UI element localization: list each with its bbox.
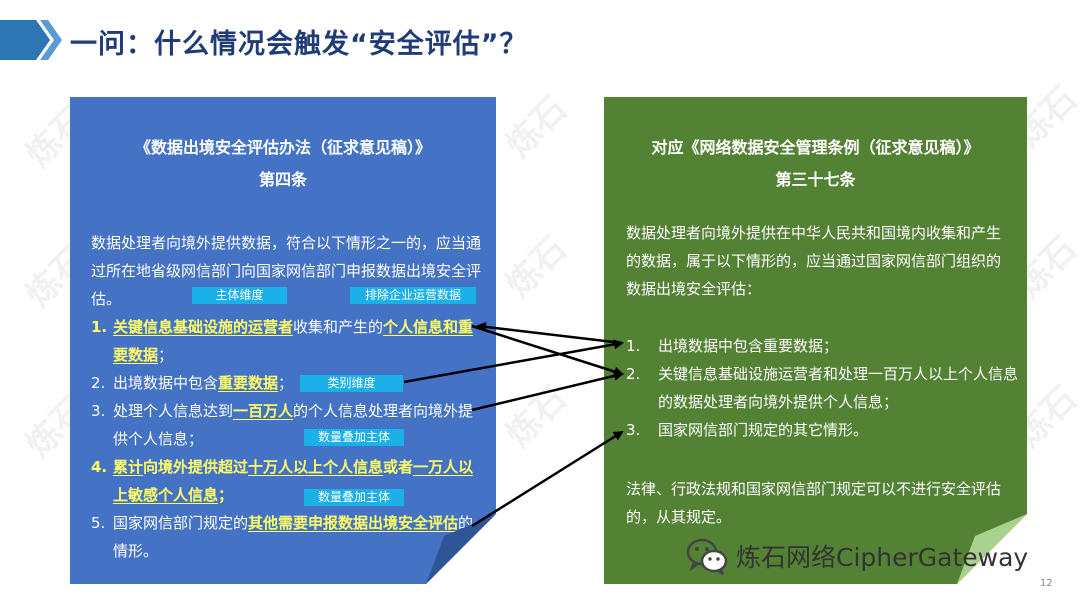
tag-quantity-subject: 数量叠加主体 [304, 429, 404, 446]
arrow-right1-to-item1 [476, 321, 623, 345]
footer-brand-text: 炼石网络CipherGateway [736, 543, 1029, 572]
right-panel-subtitle: 第三十七条 [775, 170, 856, 189]
item-number: 1. [626, 337, 641, 355]
list-item: 3. 国家网信部门规定的其它情形。 [626, 416, 1021, 444]
arrow-item5-to-right3 [471, 430, 624, 528]
arrow-right1-from-item2 [403, 339, 624, 384]
tag-exclude-operation-data: 排除企业运营数据 [350, 287, 476, 304]
left-panel-title: 《数据出境安全评估办法（征求意见稿）》 [134, 138, 431, 157]
item-number: 2. [626, 365, 641, 383]
item-text: 累计向境外提供超过十万人以上个人信息或者一万人以上敏感个人信息； [113, 458, 474, 504]
left-panel: 《数据出境安全评估办法（征求意见稿）》 第四条 数据处理者向境外提供数据，符合以… [70, 97, 496, 584]
item-text: 关键信息基础设施的运营者收集和产生的个人信息和重要数据； [113, 318, 474, 364]
right-panel-outro: 法律、行政法规和国家网信部门规定可以不进行安全评估的，从其规定。 [626, 480, 1002, 526]
list-item: 5. 国家网信部门规定的其他需要申报数据出境安全评估的情形。 [91, 509, 486, 565]
item-number: 3. [626, 421, 641, 439]
item-text: 关键信息基础设施运营者和处理一百万人以上个人信息的数据处理者向境外提供个人信息； [658, 365, 1019, 411]
right-item-list: 1. 出境数据中包含重要数据； 2. 关键信息基础设施运营者和处理一百万人以上个… [626, 332, 1021, 444]
item-number: 4. [91, 458, 108, 476]
item-text: 国家网信部门规定的其它情形。 [658, 421, 869, 439]
page-fold-icon [957, 514, 1027, 584]
page-fold-icon [426, 514, 496, 584]
list-item: 2. 关键信息基础设施运营者和处理一百万人以上个人信息的数据处理者向境外提供个人… [626, 360, 1021, 416]
item-text: 国家网信部门规定的其他需要申报数据出境安全评估的情形。 [113, 514, 474, 560]
right-panel-title: 对应《网络数据安全管理条例（征求意见稿）》 [651, 138, 980, 157]
tag-category-dimension: 类别维度 [300, 375, 403, 392]
list-item: 2. 出境数据中包含重要数据； [91, 369, 486, 397]
item-text: 出境数据中包含重要数据； [113, 374, 294, 392]
page-number: 12 [1040, 578, 1053, 589]
tag-quantity-subject: 数量叠加主体 [304, 489, 404, 506]
list-item: 4. 累计向境外提供超过十万人以上个人信息或者一万人以上敏感个人信息； [91, 453, 486, 509]
page-title: 一问：什么情况会触发“安全评估”？ [70, 29, 528, 60]
tag-subject-dimension: 主体维度 [192, 287, 287, 304]
left-panel-intro: 数据处理者向境外提供数据，符合以下情形之一的，应当通过所在地省级网信部门向国家网… [91, 234, 482, 308]
list-item: 1. 出境数据中包含重要数据； [626, 332, 1021, 360]
list-item: 1. 关键信息基础设施的运营者收集和产生的个人信息和重要数据； [91, 313, 486, 369]
footer-brand: 炼石网络CipherGateway [686, 536, 1028, 576]
title-bar: 一问：什么情况会触发“安全评估”？ [0, 20, 1080, 60]
chevron-arrow-icon [0, 20, 62, 60]
left-item-list: 1. 关键信息基础设施的运营者收集和产生的个人信息和重要数据； 2. 出境数据中… [91, 313, 486, 565]
wechat-icon [686, 538, 728, 576]
list-item: 3. 处理个人信息达到一百万人的个人信息处理者向境外提供个人信息； [91, 397, 486, 453]
left-panel-subtitle: 第四条 [258, 170, 307, 189]
right-panel-intro: 数据处理者向境外提供在中华人民共和国境内收集和产生的数据，属于以下情形的，应当通… [626, 224, 1002, 298]
arrow-item1-to-right2 [471, 324, 624, 377]
right-panel: 对应《网络数据安全管理条例（征求意见稿）》 第三十七条 数据处理者向境外提供在中… [604, 97, 1027, 584]
item-text: 处理个人信息达到一百万人的个人信息处理者向境外提供个人信息； [113, 402, 474, 448]
item-number: 5. [91, 514, 106, 532]
item-number: 2. [91, 374, 106, 392]
arrow-item3-to-right2 [471, 371, 624, 412]
item-number: 3. [91, 402, 106, 420]
item-number: 1. [91, 318, 108, 336]
item-text: 出境数据中包含重要数据； [658, 337, 839, 355]
